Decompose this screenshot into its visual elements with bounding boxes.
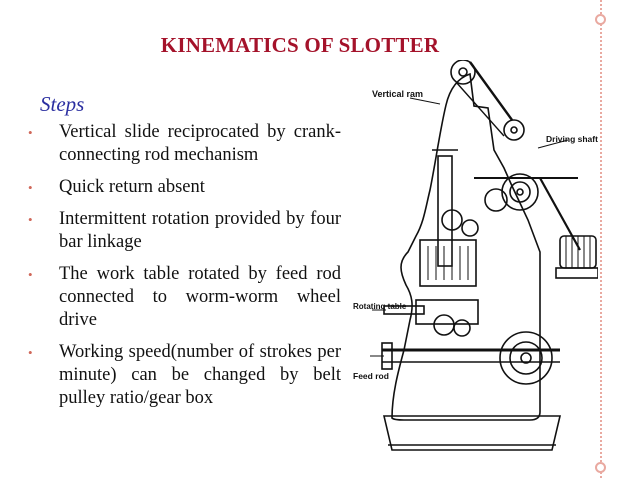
ram-hatch bbox=[427, 246, 469, 280]
machine-base bbox=[382, 415, 562, 451]
motor-base bbox=[555, 267, 598, 279]
driving-shaft-pointer bbox=[537, 139, 569, 149]
lower-wheel-mid bbox=[509, 341, 543, 375]
worm-box bbox=[415, 299, 479, 325]
bullet-text: Intermittent rotation provided by four b… bbox=[59, 209, 341, 252]
bullet-icon: • bbox=[28, 125, 33, 140]
feed-gear-b bbox=[453, 319, 471, 337]
bullet-item: • The work table rotated by feed rod conn… bbox=[25, 263, 341, 332]
bullet-icon: • bbox=[28, 267, 33, 282]
label-rotating-table: Rotating table bbox=[353, 302, 407, 311]
driving-pulley-inner bbox=[509, 181, 531, 203]
label-driving-shaft: Driving shaft bbox=[546, 134, 598, 144]
lower-wheel-hub bbox=[520, 352, 532, 364]
bullet-text: Vertical slide reciprocated by crank-con… bbox=[59, 122, 341, 165]
pulley-top-hub bbox=[458, 67, 468, 77]
bullet-item: • Quick return absent bbox=[25, 176, 341, 199]
pulley-top bbox=[450, 60, 476, 85]
decorative-circle-top bbox=[595, 14, 606, 25]
bullet-icon: • bbox=[28, 345, 33, 360]
bullet-item: • Intermittent rotation provided by four … bbox=[25, 208, 341, 254]
feed-gear-a bbox=[433, 314, 455, 336]
crank-disc bbox=[484, 188, 508, 212]
bullet-text: Working speed(number of strokes per minu… bbox=[59, 342, 341, 408]
machine-column bbox=[391, 72, 541, 421]
bullet-item: • Vertical slide reciprocated by crank-co… bbox=[25, 121, 341, 167]
bullet-icon: • bbox=[28, 180, 33, 195]
driving-pulley bbox=[501, 173, 539, 211]
decorative-circle-bottom bbox=[595, 462, 606, 473]
bullet-icon: • bbox=[28, 212, 33, 227]
gear-a bbox=[441, 209, 463, 231]
belt-lower bbox=[455, 81, 505, 137]
lower-wheel bbox=[499, 331, 553, 385]
steps-heading: Steps bbox=[40, 92, 85, 116]
belt-upper bbox=[469, 61, 513, 121]
pulley-mid-hub bbox=[510, 126, 518, 134]
label-vertical-ram: Vertical ram bbox=[372, 89, 423, 99]
driving-pulley-hub bbox=[516, 188, 524, 196]
decorative-dotted-line bbox=[600, 0, 602, 478]
vertical-ram-pointer bbox=[409, 97, 441, 105]
motor-fins bbox=[565, 236, 591, 268]
vertical-ram bbox=[437, 155, 453, 267]
bullet-text: The work table rotated by feed rod conne… bbox=[59, 264, 341, 330]
bullet-text: Quick return absent bbox=[59, 177, 205, 197]
ram-head bbox=[419, 239, 477, 287]
label-feed-rod: Feed rod bbox=[353, 371, 389, 381]
gear-b bbox=[461, 219, 479, 237]
slide-title: KINEMATICS OF SLOTTER bbox=[160, 33, 440, 57]
bullet-list: • Vertical slide reciprocated by crank-co… bbox=[25, 121, 341, 419]
bullet-item: • Working speed(number of strokes per min… bbox=[25, 341, 341, 410]
slotter-machine-diagram: Vertical ram Driving shaft Rotating tabl… bbox=[353, 60, 598, 451]
drive-belt bbox=[539, 177, 581, 251]
pulley-mid bbox=[503, 119, 525, 141]
